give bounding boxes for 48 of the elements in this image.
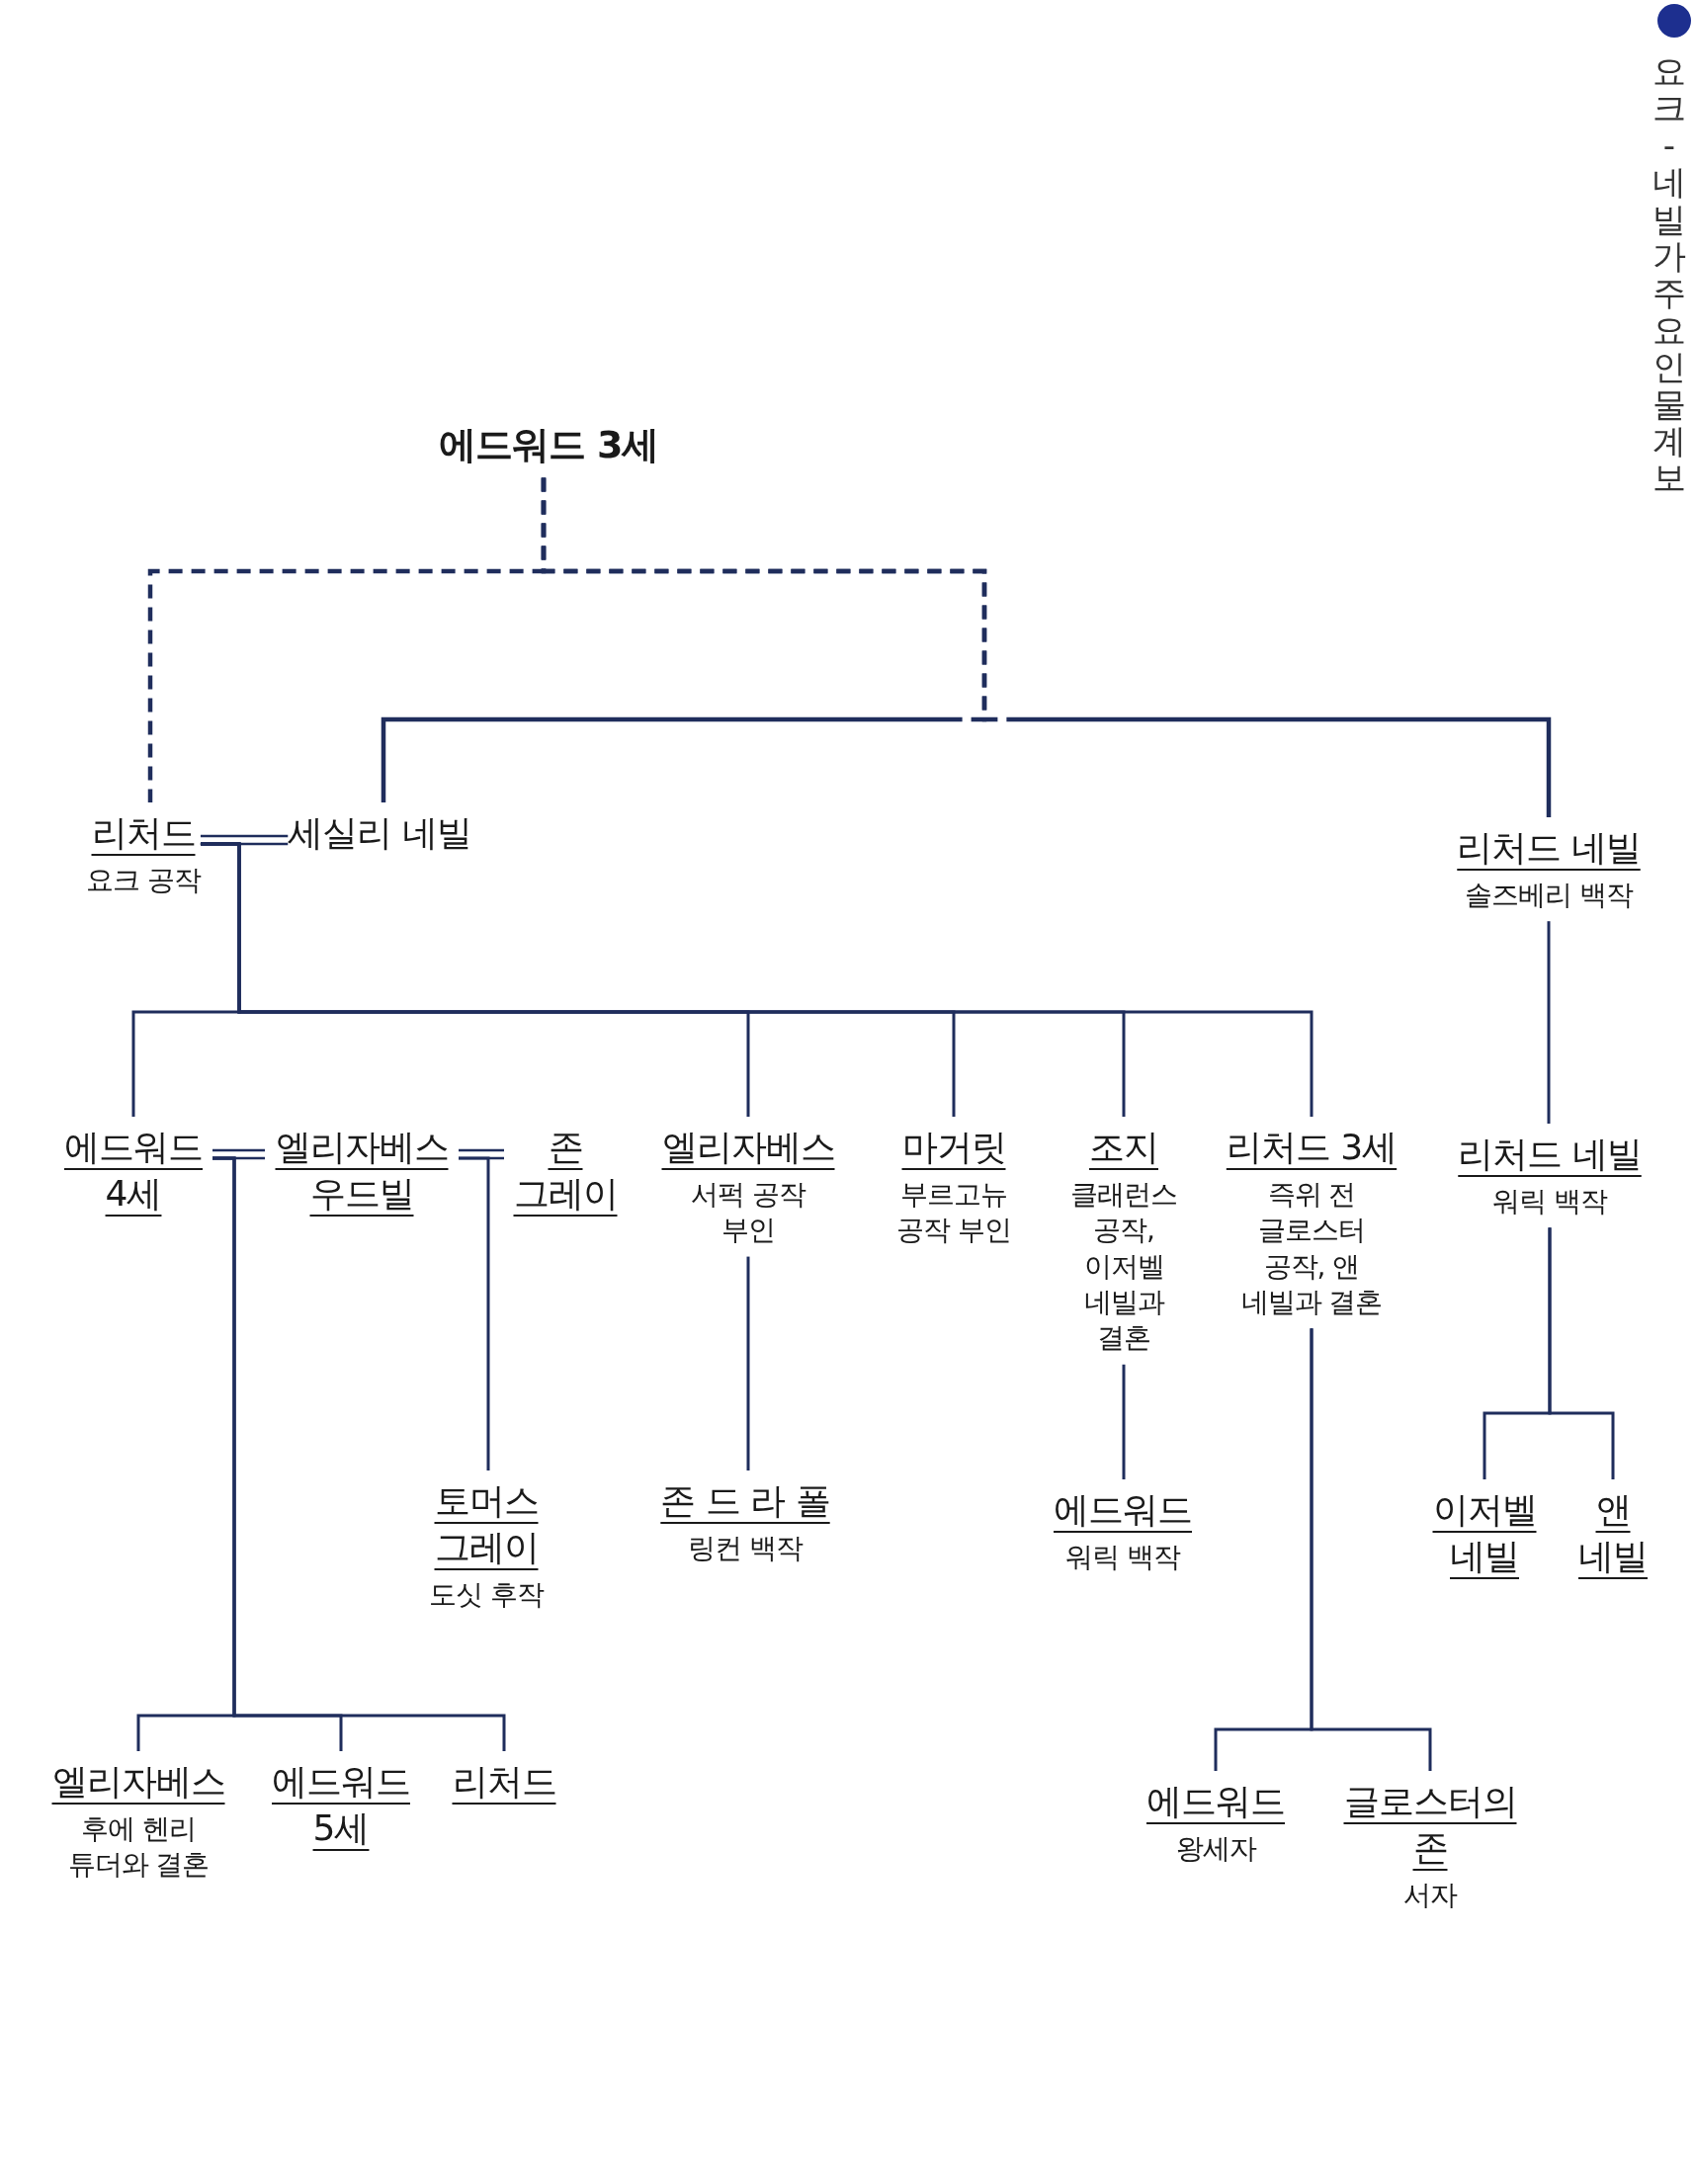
- lineage-line: [541, 477, 1552, 817]
- person-name: 엘리자베스: [51, 1760, 225, 1804]
- person-name: 리처드 3세: [1226, 1126, 1398, 1169]
- title-note: 워릭 백작: [1492, 1183, 1607, 1219]
- person-name: 엘리자베스 우드빌: [274, 1126, 450, 1216]
- person-name: 에드워드 5세: [271, 1760, 411, 1850]
- lineage-line: [1547, 921, 1551, 1124]
- lineage-line: [200, 842, 1314, 1117]
- person-name: 리처드 네빌: [1458, 1133, 1642, 1176]
- lineage-line: [459, 1156, 490, 1470]
- marriage-line: [199, 834, 290, 846]
- title-note: 서퍽 공작 부인: [690, 1176, 807, 1249]
- person-name: 마거릿: [901, 1126, 1006, 1169]
- title-note: 워릭 백작: [1065, 1539, 1180, 1575]
- person-name: 에드워드: [1146, 1780, 1285, 1823]
- person-name: 에드워드 4세: [63, 1126, 204, 1216]
- title-note: 서자: [1403, 1877, 1457, 1913]
- title-note: 부르고뉴 공작 부인: [895, 1176, 1012, 1249]
- lineage-line: [1122, 1364, 1126, 1479]
- person-name: 존 드 라 폴: [660, 1479, 830, 1523]
- lineage-line: [212, 1156, 506, 1751]
- title-note: 왕세자: [1175, 1830, 1256, 1867]
- person-name: 앤 네빌: [1577, 1488, 1649, 1578]
- person-name: 리처드: [452, 1760, 556, 1804]
- lineage-line: [746, 1256, 750, 1470]
- vertical-title: 요크-네빌가 주요 인물 계보: [1653, 53, 1686, 497]
- marriage-line: [211, 1148, 267, 1160]
- person-name: 엘리자베스: [661, 1126, 835, 1169]
- lineage-line: [1310, 1328, 1432, 1771]
- person-name: 리처드: [91, 811, 196, 855]
- person-name: 리처드 네빌: [1457, 826, 1641, 870]
- person-name: 조지: [1089, 1126, 1158, 1169]
- person-name: 글로스터의 존: [1342, 1780, 1518, 1870]
- person-name: 토머스 그레이: [433, 1479, 540, 1569]
- lineage-line: [1548, 1227, 1615, 1479]
- person-name: 이저벨 네빌: [1431, 1488, 1538, 1578]
- person-name: 에드워드 3세: [438, 422, 659, 468]
- title-note: 링컨 백작: [688, 1530, 803, 1566]
- title-note: 도싯 후작: [429, 1576, 544, 1613]
- person-name: 존 그레이: [512, 1126, 619, 1216]
- marriage-line: [457, 1148, 506, 1160]
- person-name: 세실리 네빌: [288, 811, 471, 855]
- title-note: 클래런스 공작, 이저벨 네빌과 결혼: [1069, 1176, 1178, 1357]
- title-note: 요크 공작: [86, 862, 201, 898]
- title-note: 후에 헨리 튜더와 결혼: [66, 1810, 211, 1884]
- person-name: 에드워드: [1054, 1488, 1192, 1532]
- title-note: 즉위 전 글로스터 공작, 앤 네빌과 결혼: [1239, 1176, 1384, 1320]
- title-note: 솔즈베리 백작: [1465, 877, 1633, 913]
